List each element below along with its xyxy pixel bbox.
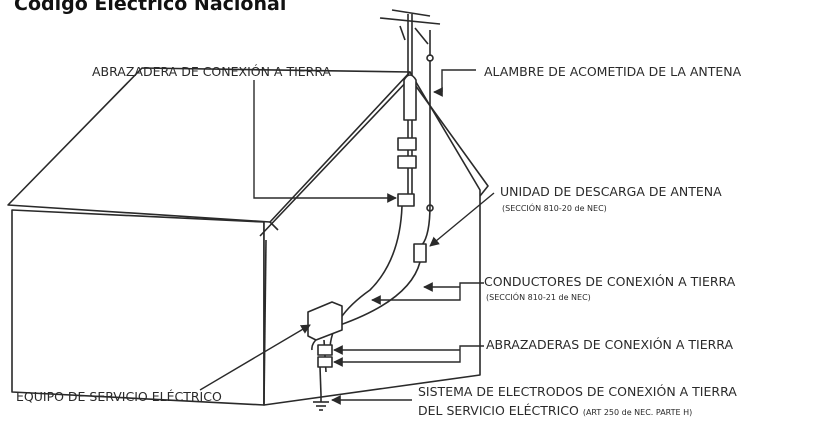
label-electrode-system-line1: SISTEMA DE ELECTRODOS DE CONEXIÓN A TIER…	[418, 384, 737, 399]
leader-ground-clamps	[333, 345, 484, 367]
roof-gable	[259, 77, 489, 237]
antenna-icon	[379, 9, 441, 62]
label-lead-in-wire: ALAMBRE DE ACOMETIDA DE LA ANTENA	[484, 64, 742, 79]
ground-clamps-upper	[317, 344, 333, 356]
label-electrode-system-line2-text: DEL SERVICIO ELÉCTRICO	[418, 403, 579, 418]
mast-clamp	[397, 137, 417, 151]
leader-grounding-conductors	[371, 282, 484, 305]
roof	[7, 67, 411, 223]
ground-clamps-lower	[317, 356, 333, 368]
ground-clamp	[397, 193, 415, 207]
label-ground-clamp: ABRAZADERA DE CONEXIÓN A TIERRA	[92, 64, 332, 79]
leader-lead-in-wire	[441, 69, 476, 92]
discharge-unit	[413, 243, 427, 263]
house-front-wall	[11, 209, 265, 406]
label-discharge-unit: UNIDAD DE DESCARGA DE ANTENA	[500, 184, 722, 199]
label-ground-clamps: ABRAZADERAS DE CONEXIÓN A TIERRA	[486, 337, 733, 352]
leader-ground-clamp	[253, 80, 397, 203]
label-grounding-conductors: CONDUCTORES DE CONEXIÓN A TIERRA	[484, 274, 736, 289]
leader-service-equipment	[199, 324, 311, 391]
leader-discharge-unit	[429, 192, 495, 247]
label-electrode-system-ref: (ART 250 de NEC. PARTE H)	[583, 408, 692, 417]
label-grounding-conductors-ref: (SECCIÓN 810-21 de NEC)	[486, 291, 591, 302]
label-service-equipment: EQUIPO DE SERVICIO ELÉCTRICO	[16, 389, 222, 404]
mast-flashing	[403, 74, 417, 121]
ground-electrode-icon	[313, 395, 329, 411]
mast-clamp	[397, 155, 417, 169]
diagram-title: Código Eléctrico Nacional	[14, 0, 286, 15]
label-electrode-system-line2: DEL SERVICIO ELÉCTRICO (ART 250 de NEC. P…	[418, 403, 692, 418]
label-discharge-unit-ref: (SECCIÓN 810-20 de NEC)	[502, 202, 607, 213]
service-equipment-box	[307, 301, 343, 341]
